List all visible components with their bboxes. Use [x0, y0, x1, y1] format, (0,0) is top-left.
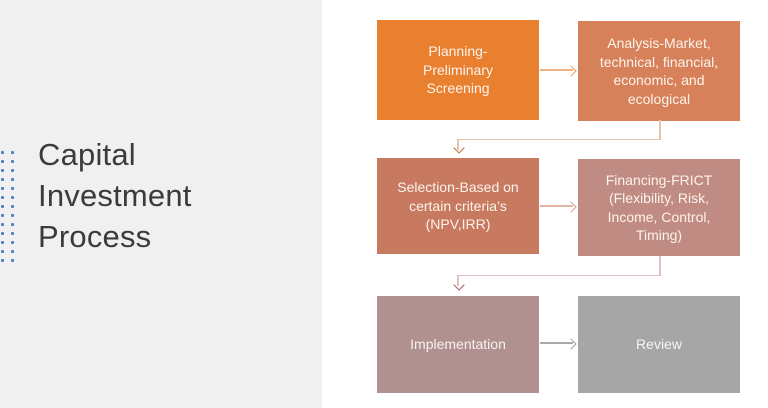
- box-label-financing: Financing-FRICT (Flexibility, Risk, Inco…: [605, 171, 713, 244]
- title-panel: Capital Investment Process: [0, 0, 322, 408]
- arrowhead-right-icon: [565, 64, 577, 77]
- dot-icon: [1, 160, 4, 163]
- flowchart-box-review: Review: [578, 296, 740, 393]
- arrowhead-down-icon: [452, 279, 465, 291]
- arrow-planning-to-analysis-line: [540, 69, 573, 71]
- arrowhead-right-icon: [565, 200, 577, 213]
- dot-icon: [1, 151, 4, 154]
- arrow-selection-to-financing-line: [540, 205, 573, 207]
- dot-icon: [1, 178, 4, 181]
- dot-icon: [1, 223, 4, 226]
- dot-icon: [1, 250, 4, 253]
- dot-icon: [1, 169, 4, 172]
- dot-icon: [1, 241, 4, 244]
- arrow-implementation-to-review-line: [540, 342, 573, 344]
- dot-icon: [10, 214, 14, 217]
- dot-icon: [10, 250, 14, 253]
- dot-icon: [10, 160, 14, 163]
- flowchart-box-financing: Financing-FRICT (Flexibility, Risk, Inco…: [578, 159, 740, 256]
- slide-title: Capital Investment Process: [38, 137, 192, 254]
- dot-icon: [10, 187, 14, 190]
- dot-icon: [10, 259, 14, 262]
- dot-icon: [1, 232, 4, 235]
- box-label-implementation: Implementation: [410, 336, 506, 353]
- box-label-selection: Selection-Based on certain criteria’s (N…: [397, 179, 519, 233]
- accent-dots-decoration: [1, 151, 17, 269]
- dot-icon: [1, 196, 4, 199]
- dot-icon: [1, 259, 4, 262]
- flowchart-box-implementation: Implementation: [377, 296, 539, 393]
- arrowhead-right-icon: [565, 337, 577, 350]
- dot-icon: [1, 187, 4, 190]
- flowchart-box-analysis: Analysis-Market, technical, financial, e…: [578, 21, 740, 121]
- dot-icon: [1, 205, 4, 208]
- connector-analysis-to-selection-segment: [659, 120, 661, 139]
- box-label-analysis: Analysis-Market, technical, financial, e…: [599, 35, 719, 107]
- dot-icon: [10, 205, 14, 208]
- dot-icon: [10, 151, 14, 154]
- connector-analysis-to-selection-segment: [458, 138, 661, 140]
- dot-icon: [1, 214, 4, 217]
- dot-icon: [10, 169, 14, 172]
- dot-icon: [10, 223, 14, 226]
- connector-financing-to-implementation-segment: [458, 274, 661, 276]
- dot-icon: [10, 196, 14, 199]
- dot-icon: [10, 232, 14, 235]
- flowchart-box-planning: Planning- Preliminary Screening: [377, 20, 539, 120]
- dot-icon: [10, 178, 14, 181]
- flowchart-box-selection: Selection-Based on certain criteria’s (N…: [377, 158, 539, 254]
- dot-icon: [10, 241, 14, 244]
- connector-analysis-to-selection-segment: [457, 139, 459, 150]
- box-label-review: Review: [636, 336, 682, 353]
- connector-financing-to-implementation-segment: [457, 275, 459, 286]
- box-label-planning: Planning- Preliminary Screening: [422, 43, 493, 97]
- arrowhead-down-icon: [452, 142, 465, 154]
- connector-financing-to-implementation-segment: [659, 256, 661, 275]
